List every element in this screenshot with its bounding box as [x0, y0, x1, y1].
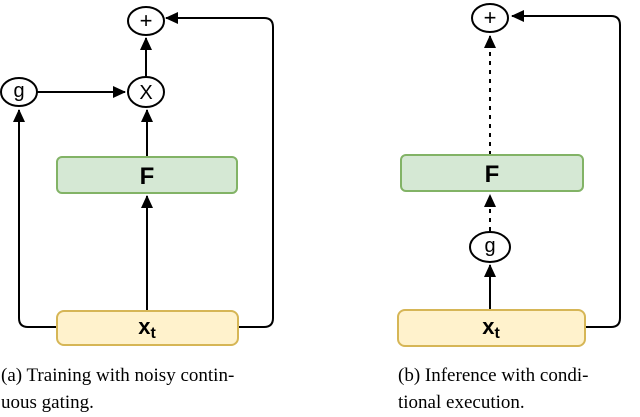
input-block-a-label: xt	[138, 314, 156, 342]
sum-node-b-label: +	[484, 5, 497, 30]
input-subscript-b: t	[494, 325, 500, 342]
skip-connection-a-arrow	[165, 12, 274, 328]
input-subscript-a: t	[150, 325, 156, 342]
input-block-a	[56, 310, 239, 346]
sum-node-b	[471, 3, 509, 33]
multiply-node-a-label: X	[139, 82, 152, 104]
caption-a-line2: uous gating.	[1, 392, 94, 413]
gate-node-a-label: g	[13, 80, 24, 102]
sum-node-a-label: +	[140, 8, 153, 33]
caption-b: (b) Inference with condi- tional executi…	[398, 362, 640, 416]
caption-a-line1: (a) Training with noisy contin-	[1, 365, 235, 386]
panel-a-diagram: F xt + X g	[0, 6, 274, 346]
gate-node-b	[469, 231, 511, 263]
multiply-node-a	[127, 76, 165, 108]
caption-a: (a) Training with noisy contin- uous gat…	[1, 362, 331, 416]
skip-connection-b-arrow	[511, 10, 621, 328]
input-block-b	[397, 309, 586, 347]
sum-node-a	[127, 6, 165, 36]
diagram-canvas: F xt + X g F	[0, 3, 621, 347]
gate-node-b-label: g	[484, 235, 495, 257]
function-block-b-label: F	[485, 161, 500, 188]
panel-b-diagram: F xt + g	[397, 3, 621, 347]
input-base-a: x	[138, 314, 151, 339]
function-block-a-label: F	[140, 163, 155, 190]
input-to-gate-arrow	[13, 109, 57, 328]
gate-node-a	[0, 77, 38, 107]
caption-b-line1: (b) Inference with condi-	[398, 365, 589, 386]
function-block-a	[56, 156, 238, 194]
input-base-b: x	[482, 314, 495, 339]
caption-b-line2: tional execution.	[398, 392, 525, 413]
function-block-b	[400, 154, 584, 192]
input-block-b-label: xt	[482, 314, 500, 342]
